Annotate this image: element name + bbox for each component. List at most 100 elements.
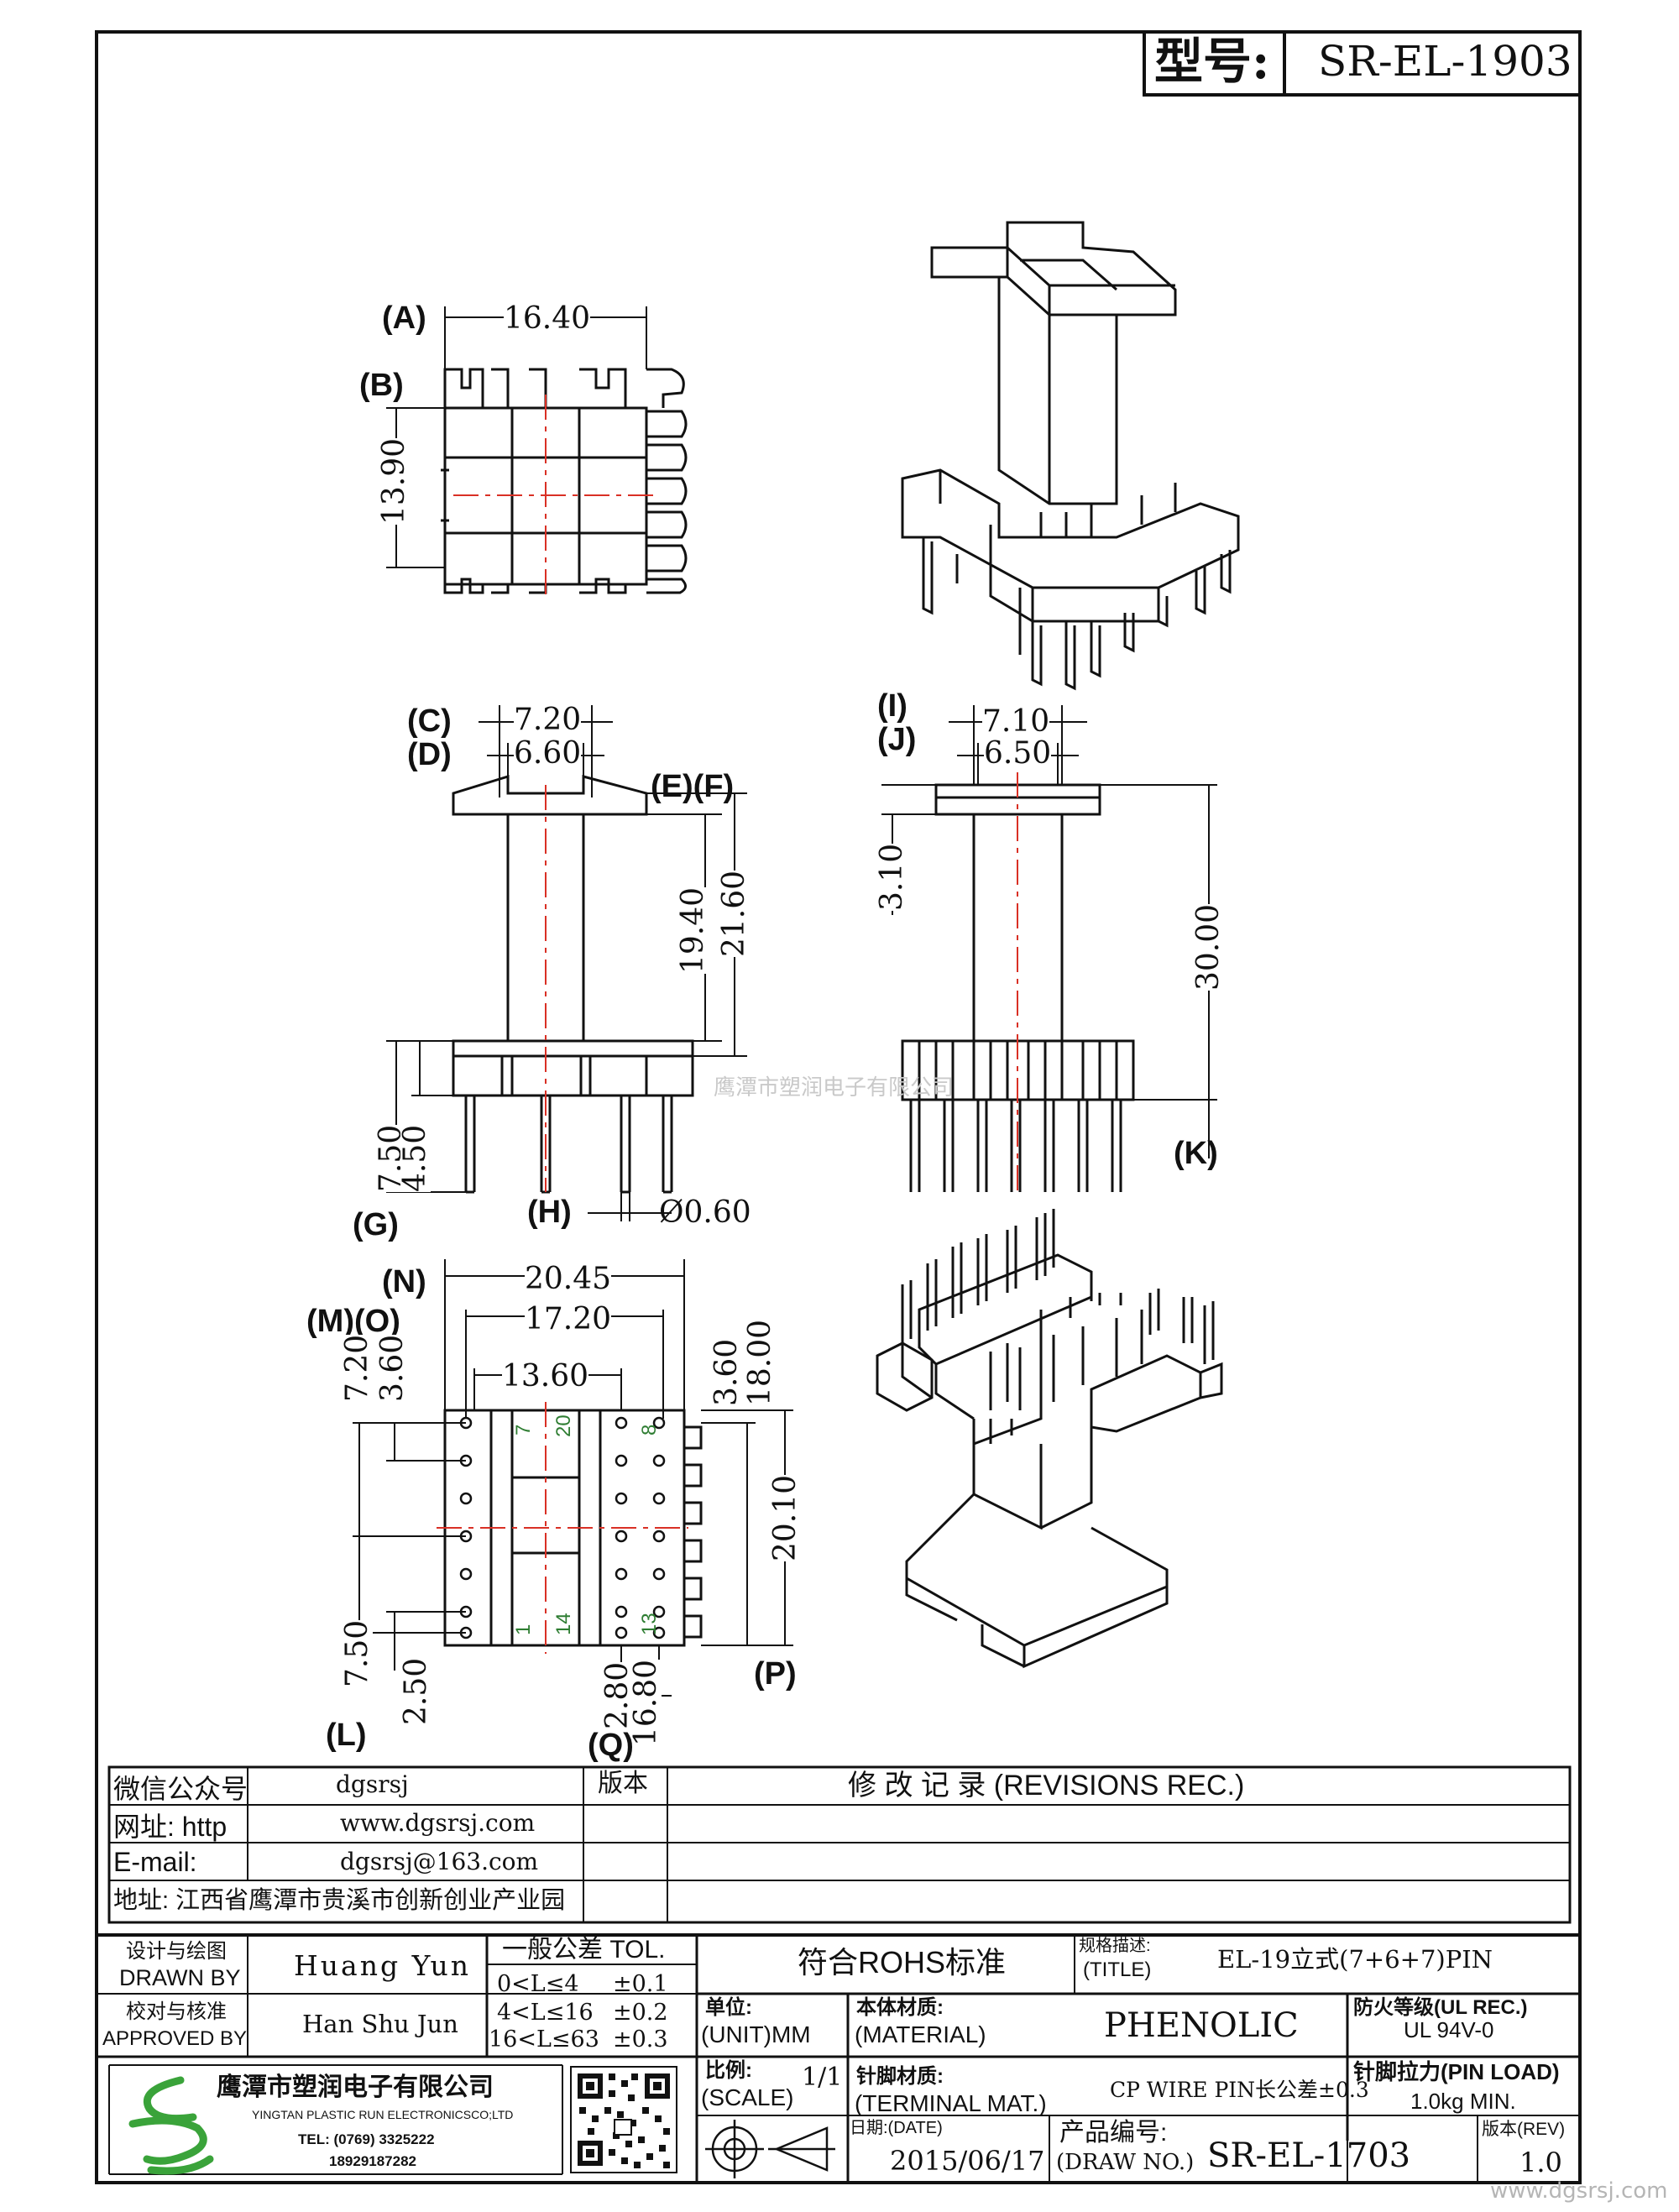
drawn-by-cn: 设计与绘图	[126, 1940, 227, 1963]
scale-value: 1/1	[802, 2063, 843, 2092]
model-label: 型号:	[1154, 33, 1270, 90]
top-view	[386, 306, 688, 596]
dim-6-50: 6.50	[984, 736, 1052, 771]
draw-no-value: SR-EL-1703	[1207, 2136, 1411, 2175]
pin-number-8: 8	[638, 1424, 661, 1435]
email-label: E-mail:	[113, 1847, 197, 1877]
label-G: (G)	[353, 1207, 399, 1242]
company-name-cn: 鹰潭市塑润电子有限公司	[217, 2073, 494, 2101]
spec-label-cn: 规格描述:	[1079, 1937, 1151, 1955]
watermark-corner: www.dgsrsj.com	[1490, 2178, 1668, 2204]
spec-value: EL-19立式(7+6+7)PIN	[1217, 1945, 1493, 1974]
draw-no-label-en: (DRAW NO.)	[1056, 2150, 1195, 2175]
material-label-cn: 本体材质:	[856, 1996, 944, 2019]
front-view	[386, 705, 747, 1221]
tolerance-row-3: 16<L≤63±0.3	[489, 2026, 668, 2053]
approved-by-name: Han Shu Jun	[302, 2010, 458, 2038]
revision-label: 版本(REV)	[1482, 2120, 1566, 2139]
label-C: (C)	[407, 703, 452, 739]
terminal-value: CP WIRE PIN长公差±0.3	[1110, 2078, 1369, 2102]
dim-18-00: 18.00	[743, 1319, 777, 1406]
dim-21-60: 21.60	[717, 870, 751, 957]
info-table	[107, 1765, 1572, 1924]
website-value: www.dgsrsj.com	[340, 1809, 536, 1837]
pin-number-7: 7	[512, 1424, 535, 1435]
label-E-F: (E)(F)	[651, 769, 735, 804]
terminal-label-cn: 针脚材质:	[856, 2065, 944, 2088]
wechat-value: dgsrsj	[336, 1770, 409, 1798]
drawing-border	[95, 30, 1582, 2184]
dim-7-50-bottom: 7.50	[340, 1619, 374, 1687]
label-A: (A)	[382, 301, 426, 336]
scale-label-en: (SCALE)	[701, 2084, 794, 2110]
dim-20-10: 20.10	[768, 1474, 803, 1561]
pin-load-label: 针脚拉力(PIN LOAD)	[1353, 2059, 1560, 2084]
pin-number-1: 1	[512, 1624, 535, 1635]
dim-19-40: 19.40	[676, 886, 710, 974]
isometric-view-bottom	[876, 1209, 1223, 1669]
pin-load-value: 1.0kg MIN.	[1410, 2089, 1516, 2114]
title-block	[95, 1933, 1582, 2184]
label-P: (P)	[754, 1656, 797, 1692]
projection-symbol	[705, 2120, 835, 2178]
email-value: dgsrsj@163.com	[340, 1848, 539, 1875]
dim-16-80: 16.80	[629, 1659, 663, 1746]
wechat-label: 微信公众号	[113, 1774, 248, 1804]
date-value: 2015/06/17	[890, 2145, 1045, 2177]
dim-3-10: 3.10	[875, 843, 909, 911]
company-name-en: YINGTAN PLASTIC RUN ELECTRONICSCO;LTD	[252, 2108, 514, 2121]
tolerance-row-2: 4<L≤16±0.2	[497, 2000, 668, 2026]
approved-by-en: APPROVED BY	[102, 2027, 248, 2050]
dim-3-60-right: 3.60	[709, 1338, 744, 1406]
drawn-by-en: DRAWN BY	[119, 1965, 241, 1990]
fire-rating-label: 防火等级(UL REC.)	[1353, 1996, 1528, 2019]
dim-16-40: 16.40	[504, 301, 591, 336]
address-text: 地址: 江西省鹰潭市贵溪市创新创业产业园	[113, 1887, 566, 1914]
label-M-O: (M)(O)	[306, 1304, 400, 1339]
tolerance-header: 一般公差 TOL.	[502, 1936, 666, 1964]
date-label: 日期:(DATE)	[850, 2119, 943, 2137]
company-logo-icon	[128, 2076, 214, 2175]
terminal-label-en: (TERMINAL MAT.)	[855, 2090, 1047, 2116]
label-D: (D)	[407, 737, 452, 772]
version-label: 版本	[598, 1770, 648, 1797]
isometric-view-top	[901, 221, 1240, 691]
dim-13-90: 13.90	[377, 437, 411, 525]
unit-label-en: (UNIT)MM	[701, 2021, 811, 2047]
material-label-en: (MATERIAL)	[855, 2021, 986, 2047]
dim-7-20-front: 7.20	[514, 703, 582, 737]
dim-30-00: 30.00	[1191, 903, 1226, 991]
dim-pin-diameter: Ø0.60	[659, 1195, 751, 1230]
drawn-by-name: Huang Yun	[294, 1949, 471, 1982]
revision-value: 1.0	[1519, 2147, 1562, 2178]
rohs-text: 符合ROHS标准	[798, 1945, 1007, 1979]
company-tel: TEL: (0769) 3325222	[298, 2131, 435, 2147]
model-header-box	[1143, 30, 1582, 97]
approved-by-cn: 校对与核准	[126, 2000, 227, 2023]
label-K: (K)	[1174, 1136, 1218, 1171]
pin-number-14: 14	[552, 1613, 575, 1635]
revisions-label: 修 改 记 录 (REVISIONS REC.)	[848, 1770, 1245, 1801]
dim-17-20: 17.20	[525, 1302, 612, 1336]
fire-rating-value: UL 94V-0	[1404, 2017, 1494, 2042]
side-view	[881, 705, 1217, 1192]
pin-number-13: 13	[638, 1613, 661, 1635]
dim-7-10: 7.10	[982, 704, 1050, 739]
dim-13-60: 13.60	[502, 1359, 589, 1394]
spec-label-en: (TITLE)	[1083, 1958, 1152, 1981]
scale-label-cn: 比例:	[705, 2059, 752, 2082]
label-L: (L)	[326, 1718, 367, 1753]
watermark-center: 鹰潭市塑润电子有限公司	[714, 1075, 955, 1101]
pin-number-20: 20	[552, 1415, 575, 1437]
label-B: (B)	[359, 368, 404, 403]
dim-7-20-bottom: 7.20	[340, 1334, 374, 1402]
model-value: SR-EL-1903	[1318, 37, 1572, 86]
dim-4-50: 4.50	[398, 1124, 432, 1192]
label-Q: (Q)	[588, 1728, 634, 1763]
dim-2-50: 2.50	[399, 1657, 433, 1725]
dim-3-60-left: 3.60	[375, 1334, 410, 1402]
dim-20-45: 20.45	[525, 1262, 612, 1296]
label-I: (I)	[877, 688, 907, 724]
draw-no-label-cn: 产品编号:	[1059, 2119, 1168, 2147]
unit-label-cn: 单位:	[705, 1996, 752, 2019]
